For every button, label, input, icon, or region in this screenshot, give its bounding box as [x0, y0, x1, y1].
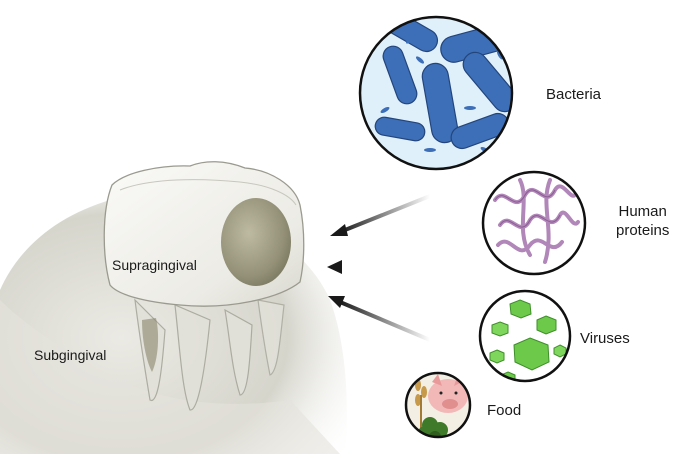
bacteria-label: Bacteria [546, 86, 601, 103]
virus-icon [480, 291, 570, 385]
supragingival-plaque [221, 198, 291, 286]
arrows [327, 196, 455, 340]
viruses-label: Viruses [580, 330, 630, 347]
arrow-from-viruses [328, 296, 430, 340]
subgingival-label: Subgingival [34, 347, 106, 363]
human-proteins-label: Human proteins [616, 202, 669, 240]
pig-icon [428, 374, 468, 413]
human-proteins-label-line2: proteins [616, 221, 669, 240]
human-proteins-label-line1: Human [616, 202, 669, 221]
food-label: Food [487, 402, 521, 419]
bacteria-icon [360, 6, 522, 169]
protein-icon [483, 172, 585, 274]
supragingival-label: Supragingival [112, 257, 197, 273]
arrow-from-proteins [327, 260, 455, 274]
food-icon [406, 373, 470, 443]
arrow-from-bacteria [330, 196, 430, 236]
